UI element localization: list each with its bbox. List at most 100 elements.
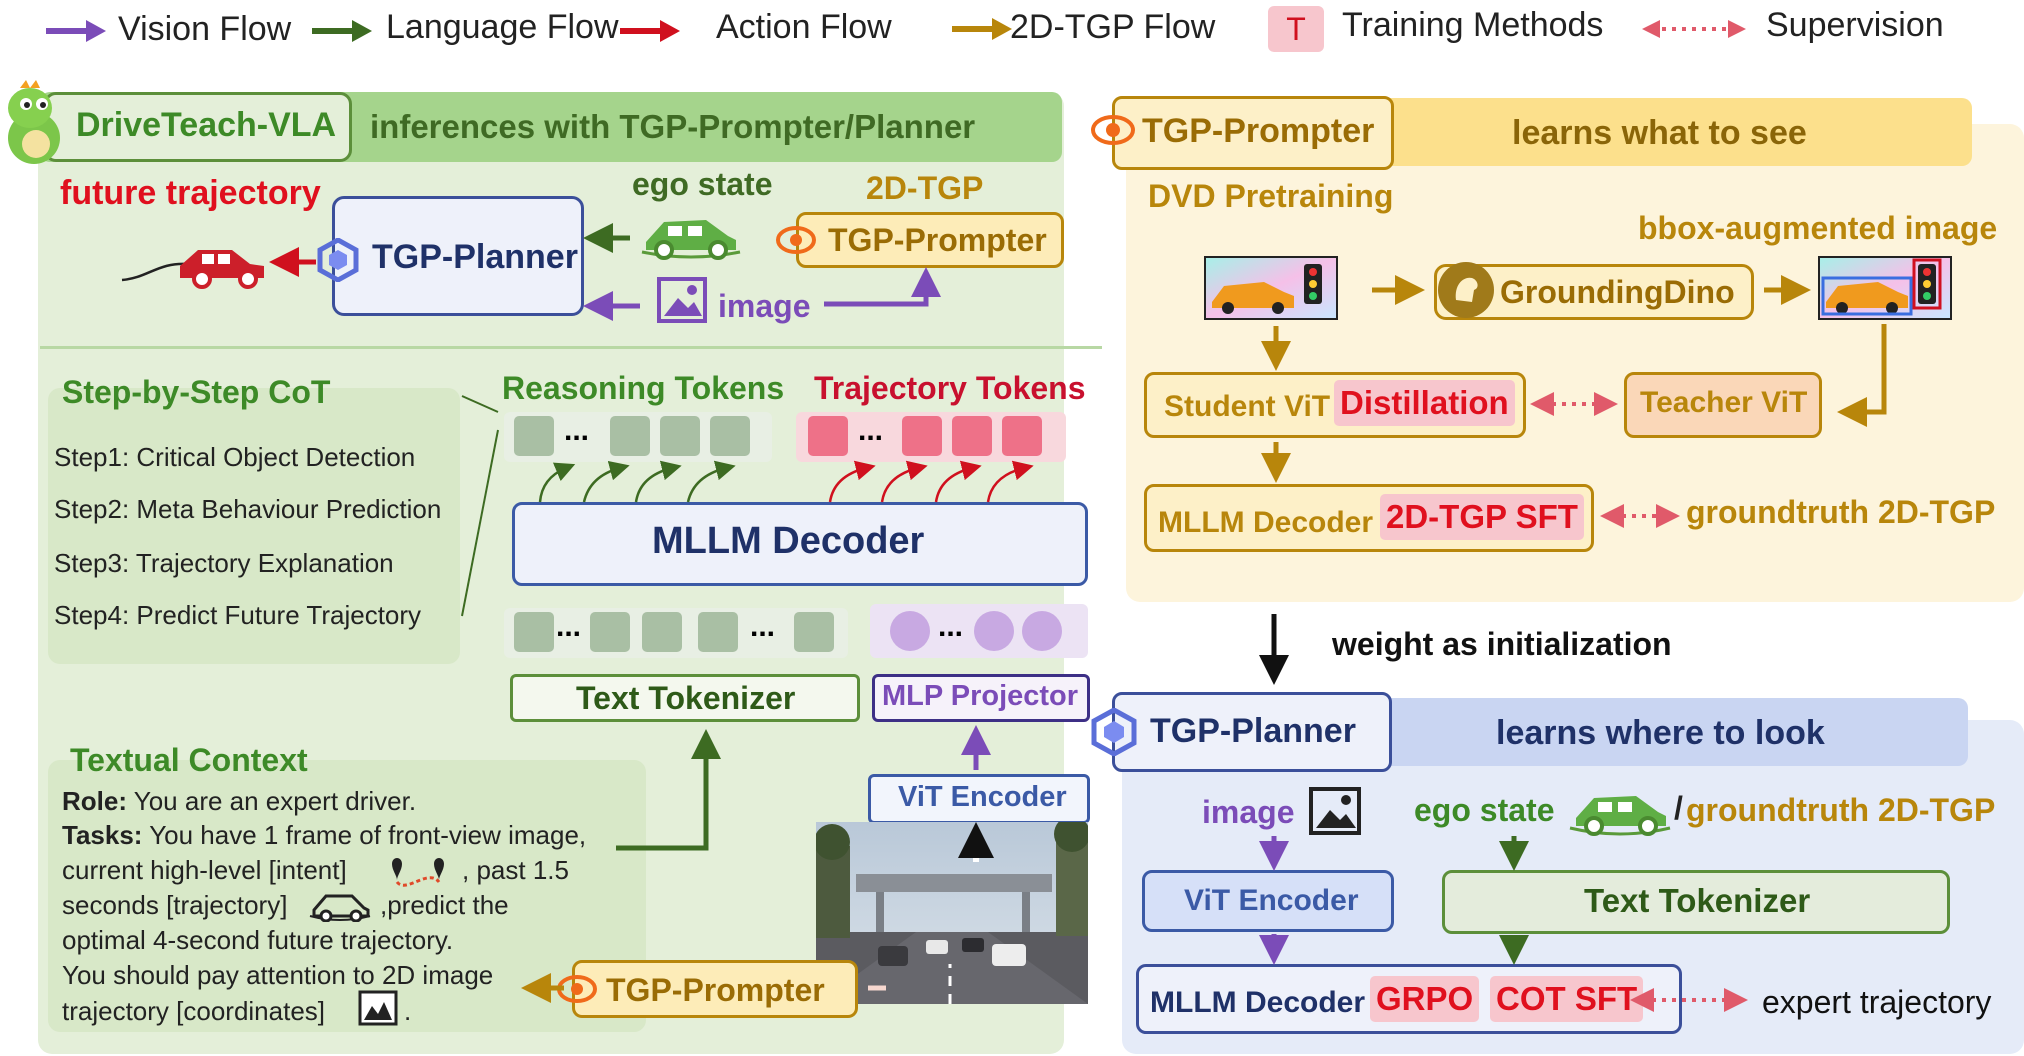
cot-title: Step-by-Step CoT	[62, 374, 331, 410]
finetune-image-icon	[1309, 787, 1361, 835]
tasks-text-6a: trajectory [coordinates]	[62, 996, 326, 1026]
finetune-tgp-planner-label: TGP-Planner	[1150, 712, 1356, 750]
image-label: image	[718, 288, 811, 324]
text-token	[514, 612, 554, 652]
pretrain-mllm-label: MLLM Decoder	[1158, 506, 1374, 539]
cot-step-2: Step2: Meta Behaviour Prediction	[54, 494, 442, 524]
teacher-vit-box	[1624, 372, 1822, 438]
tasks-text-3a: seconds [trajectory]	[62, 890, 288, 920]
trajectory-token	[1002, 416, 1042, 456]
vit-encoder-label-left: ViT Encoder	[898, 781, 1067, 813]
bbox-car-image	[1818, 256, 1952, 320]
ego-state-label: ego state	[632, 166, 773, 202]
finetune-text-tokenizer-box	[1442, 870, 1950, 934]
tgp-planner-logo-icon	[317, 238, 359, 282]
slash-label: /	[1674, 790, 1683, 826]
vision-token	[974, 611, 1014, 651]
dvd-pretraining-label: DVD Pretraining	[1148, 178, 1394, 214]
dino-mascot-icon	[8, 80, 60, 164]
tgp-planner-label: TGP-Planner	[372, 238, 578, 276]
distillation-badge: Distillation	[1334, 380, 1515, 426]
trajectory-token	[808, 416, 848, 456]
tasks-text-6b: .	[404, 996, 412, 1026]
past-trajectory-car-icon	[309, 894, 371, 922]
tasks-text-2b: , past 1.5	[462, 855, 569, 885]
tgp-planner-box	[332, 196, 584, 316]
future-trajectory-label: future trajectory	[60, 174, 321, 212]
mlp-projector-box	[872, 674, 1090, 722]
driveteach-title-box	[44, 92, 352, 162]
pretrain-tgp-prompter-label: TGP-Prompter	[1142, 112, 1375, 150]
left-subtitle: inferences with TGP-Prompter/Planner	[370, 108, 976, 145]
mlp-projector-label: MLP Projector	[882, 680, 1079, 712]
text-token	[698, 612, 738, 652]
finetune-mllm-label: MLLM Decoder	[1150, 986, 1366, 1019]
legend-training-label: Training Methods	[1342, 6, 1604, 44]
groundingdino-label: GroundingDino	[1500, 274, 1735, 310]
cot-step-3: Step3: Trajectory Explanation	[54, 548, 394, 578]
action-flow-arrow-icon	[620, 20, 680, 42]
reasoning-token	[660, 416, 700, 456]
mllm-decoder-box	[512, 502, 1088, 586]
legend-language-label: Language Flow	[386, 8, 619, 46]
finetune-ego-state-label: ego state	[1414, 792, 1555, 828]
learns-where-to-look: learns where to look	[1496, 714, 1825, 752]
tasks-text-4: optimal 4-second future trajectory.	[62, 925, 454, 955]
cot-step-1: Step1: Critical Object Detection	[54, 442, 416, 472]
cot-panel	[48, 388, 460, 664]
role-line: Role: You are an expert driver.	[62, 786, 416, 817]
image-icon	[657, 277, 707, 323]
tasks-line-1: Tasks: You have 1 frame of front-view im…	[62, 820, 586, 851]
legend-vision-label: Vision Flow	[118, 10, 292, 48]
input-car-image	[1204, 256, 1338, 320]
text-token	[794, 612, 834, 652]
finetune-ego-car-icon	[1569, 796, 1671, 836]
section-divider	[40, 346, 1102, 349]
finetune-vit-label: ViT Encoder	[1184, 884, 1359, 917]
text-tokenizer-label: Text Tokenizer	[576, 680, 796, 716]
role-label: Role:	[62, 786, 127, 816]
groundingdino-logo-icon	[1438, 262, 1494, 318]
legend-action-label: Action Flow	[716, 8, 892, 46]
future-trajectory-car-icon	[121, 250, 264, 289]
text-token	[642, 612, 682, 652]
tgp-prompter-eye-icon	[776, 226, 816, 254]
vit-encoder-box-left	[868, 774, 1090, 824]
street-scene-image	[816, 822, 1088, 1004]
finetune-groundtruth-label: groundtruth 2D-TGP	[1686, 792, 1996, 828]
cot-step-4: Step4: Predict Future Trajectory	[54, 600, 422, 630]
finetune-image-label: image	[1202, 794, 1295, 830]
tgp-prompter-label-top: TGP-Prompter	[828, 222, 1047, 258]
student-vit-label: Student ViT	[1164, 390, 1331, 423]
finetune-vit-box	[1142, 870, 1394, 932]
textual-context-title: Textual Context	[70, 742, 308, 778]
vision-token	[1022, 611, 1062, 651]
tgp-label: 2D-TGP	[866, 170, 984, 206]
text-tokenizer-box	[510, 674, 860, 722]
reasoning-token	[514, 416, 554, 456]
finetune-text-tokenizer-label: Text Tokenizer	[1584, 882, 1811, 919]
trajectory-ellipsis: ...	[858, 414, 884, 447]
role-text: You are an expert driver.	[127, 786, 417, 816]
text-token	[590, 612, 630, 652]
tasks-text-2a: current high-level [intent]	[62, 855, 347, 885]
pretrain-tgp-prompter-box	[1112, 96, 1394, 170]
text-ellipsis-2: ...	[750, 610, 776, 643]
intent-route-icon	[392, 858, 444, 887]
trajectory-token	[952, 416, 992, 456]
supervision-arrow-icon	[1642, 20, 1746, 38]
finetune-tgp-planner-box	[1112, 692, 1392, 772]
mllm-decoder-label: MLLM Decoder	[652, 520, 925, 562]
reasoning-ellipsis: ...	[564, 414, 590, 447]
tasks-text-5: You should pay attention to 2D image	[62, 960, 494, 990]
text-ellipsis-1: ...	[556, 610, 582, 643]
driveteach-title: DriveTeach-VLA	[76, 106, 337, 144]
trajectory-tokens-label: Trajectory Tokens	[814, 370, 1086, 406]
groundtruth-tgp-label: groundtruth 2D-TGP	[1686, 494, 1996, 530]
weight-init-label: weight as initialization	[1332, 626, 1672, 662]
learns-what-to-see: learns what to see	[1512, 114, 1807, 152]
vision-flow-arrow-icon	[46, 20, 106, 42]
bbox-augmented-label: bbox-augmented image	[1638, 210, 1998, 246]
vision-token	[890, 611, 930, 651]
